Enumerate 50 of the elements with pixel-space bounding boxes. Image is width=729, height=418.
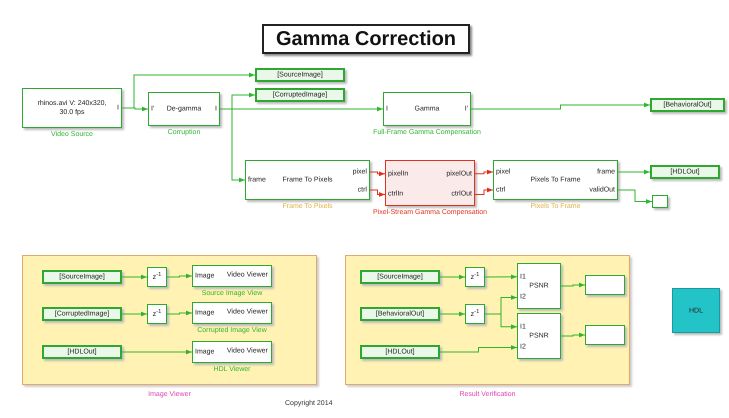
arrow [122, 350, 192, 354]
from-tag [42, 307, 122, 321]
arrow [618, 170, 650, 174]
arrow [474, 170, 494, 174]
block [493, 160, 618, 200]
arrow [370, 190, 386, 197]
arrow [166, 310, 192, 316]
from-tag [360, 270, 440, 284]
block [192, 302, 272, 324]
delay-block [465, 267, 485, 287]
subsystem-block [385, 160, 475, 206]
delay-block [147, 304, 167, 324]
arrow [122, 274, 148, 280]
from-tag [42, 345, 122, 359]
arrow [560, 282, 586, 288]
block [22, 88, 122, 128]
goto-tag [255, 88, 345, 102]
block [148, 92, 220, 126]
goto-tag [255, 68, 345, 82]
block [192, 341, 272, 363]
arrow [440, 274, 466, 280]
arrow [122, 72, 256, 108]
delay-block [147, 267, 167, 287]
arrow [440, 312, 466, 316]
block [517, 313, 561, 359]
arrow [470, 102, 650, 110]
from-tag [360, 307, 440, 321]
block [517, 263, 561, 309]
from-tag [42, 270, 122, 284]
arrow [560, 332, 586, 338]
arrow [370, 171, 386, 176]
info-block [672, 288, 720, 333]
goto-tag [650, 98, 725, 112]
block [383, 92, 471, 126]
title: Gamma Correction [262, 24, 470, 54]
display-block [585, 325, 625, 345]
block [192, 265, 272, 287]
arrow [166, 274, 192, 278]
display-block [585, 275, 625, 295]
goto-tag [650, 165, 720, 179]
arrow [122, 312, 148, 316]
arrow [484, 274, 518, 280]
delay-block [465, 304, 485, 324]
arrow [220, 108, 246, 182]
from-tag [360, 345, 440, 359]
block [245, 160, 370, 200]
arrow [618, 190, 652, 204]
terminator-block [652, 195, 668, 208]
arrow [440, 345, 518, 352]
arrow [474, 188, 494, 195]
